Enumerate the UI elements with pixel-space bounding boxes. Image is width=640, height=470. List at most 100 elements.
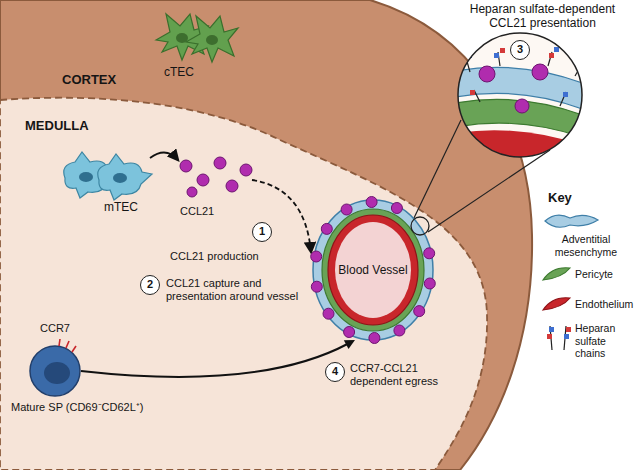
mtec-label: mTEC [104,200,138,214]
egress-line [81,344,348,377]
zoom-inset-part-part-part [474,90,480,102]
ccl21-dots-part [197,174,209,186]
zoom-inset-part-part-part [575,64,582,76]
zoom-inset-part-part [462,47,584,97]
sp-shape-part-part [59,339,60,346]
legend-icons-part [543,298,570,310]
vessel-layers-part-part [366,197,377,208]
ctec-shape [150,8,240,63]
zoom-inset-part [450,47,590,170]
callout-number-text: 4 [332,365,338,378]
sp-shape-part [30,346,80,396]
vessel-layers-part-part [321,223,332,234]
legend-icons-part-part [550,326,552,350]
ctec-shape-part-part [206,35,218,45]
ctec-label: cTEC [164,65,194,79]
vessel-layers-part-part [369,333,380,344]
vessel-layers-part-part [311,281,322,292]
legend-icons-part-part [564,326,566,350]
callout-number: 3 [510,40,530,60]
ctec-shape-part-part [176,33,188,43]
vessel-label: Blood Vessel [338,263,407,277]
zoom-inset-part-part-part [466,58,470,72]
ccl21-dots-part [180,160,192,172]
legend-label: Adventitial mesenchyme [538,233,634,258]
zoom-inset-part-part-part [462,59,467,64]
legend-icons-part [550,326,566,350]
secretion-arrow [150,152,178,160]
legend-icons-part [549,327,554,332]
blood-vessel: Blood Vessel [313,200,433,340]
annotation-label: Key [548,190,608,206]
vessel-layers-part [313,200,433,340]
zoom-inset [450,33,590,170]
vessel-layers-part [328,215,418,325]
annotation-label: Heparan sulfate-dependent CCL21 presenta… [450,2,635,31]
legend-icons-part [547,334,552,339]
sp-shape-part-part [72,346,76,352]
vessel-layers-part-part [391,203,402,214]
mtec-cell: mTEC [60,150,152,198]
ctec-shape-part [176,33,218,45]
vessel-layers-part [411,217,429,235]
ccl21-dots-part [187,187,197,197]
legend-icons-part [545,215,598,227]
legend-label: Endothelium [575,298,637,311]
vessel-layers-part-part [424,278,435,289]
zoom-inset-part-part [450,130,590,170]
vessel-layers-part-part [424,248,435,259]
zoom-leader [413,120,550,232]
legend-label: Heparan sulfate chains [575,322,635,360]
mtec-shape [60,150,152,198]
zoom-inset-part-part-part [515,99,529,113]
annotation-label: CCL21 production [170,250,280,263]
ccl21-dots [180,157,252,197]
zoom-inset-part-part-part [579,64,584,69]
sp-shape-part-part [66,341,69,348]
zoom-inset-part-part-part [479,66,495,82]
vessel-layers-part-part [341,204,352,215]
zoom-inset-part-part-part [470,90,475,95]
legend-icons-part [543,268,570,280]
zoom-inset-part-part [479,64,548,113]
zoom-inset-part [458,33,582,157]
mtec-shape-part-part [98,154,152,200]
legend-icons-part [566,327,571,332]
zoom-inset-part-part-part [548,52,552,66]
mtec-shape-part [64,152,152,200]
callout-number-text: 3 [517,43,523,56]
zoom-inset-part-part-part [498,52,500,66]
ctec-shape-part-part [186,16,238,62]
ctec-shape-part [156,14,238,62]
zoom-inset-part-part-part [554,47,559,52]
sp-shape [29,345,81,397]
vessel-layers-part-part [344,327,355,338]
medulla-label: MEDULLA [25,118,89,134]
zoom-inset-part-part [450,99,590,140]
vessel-layers-part-part [323,308,334,319]
cortex-shape-part [0,0,532,470]
cortex-label: CORTEX [62,72,116,88]
annotation-label: CCR7-CCL21 dependent egress [350,362,468,388]
zoom-leader-part [428,150,550,232]
callout-number: 2 [140,275,160,295]
sp-shape-part [59,339,76,352]
callout-number-text: 1 [259,225,265,238]
zoom-inset-part-part-part [563,92,568,97]
capture-arrow [252,180,311,252]
ctec-cell: cTEC [150,8,240,63]
mtec-shape-part-part [79,172,93,182]
zoom-inset-part-part [466,52,582,106]
vessel-layers-part-part [414,306,425,317]
vessel-layers-part [311,197,436,344]
vessel-layers-part [322,209,424,331]
callout-number: 4 [325,362,345,382]
zoom-inset-part [458,33,582,157]
legend-label: Pericyte [575,268,637,281]
zoom-inset-part-part-part [560,92,566,106]
zoom-inset-part-part-part [494,53,499,58]
